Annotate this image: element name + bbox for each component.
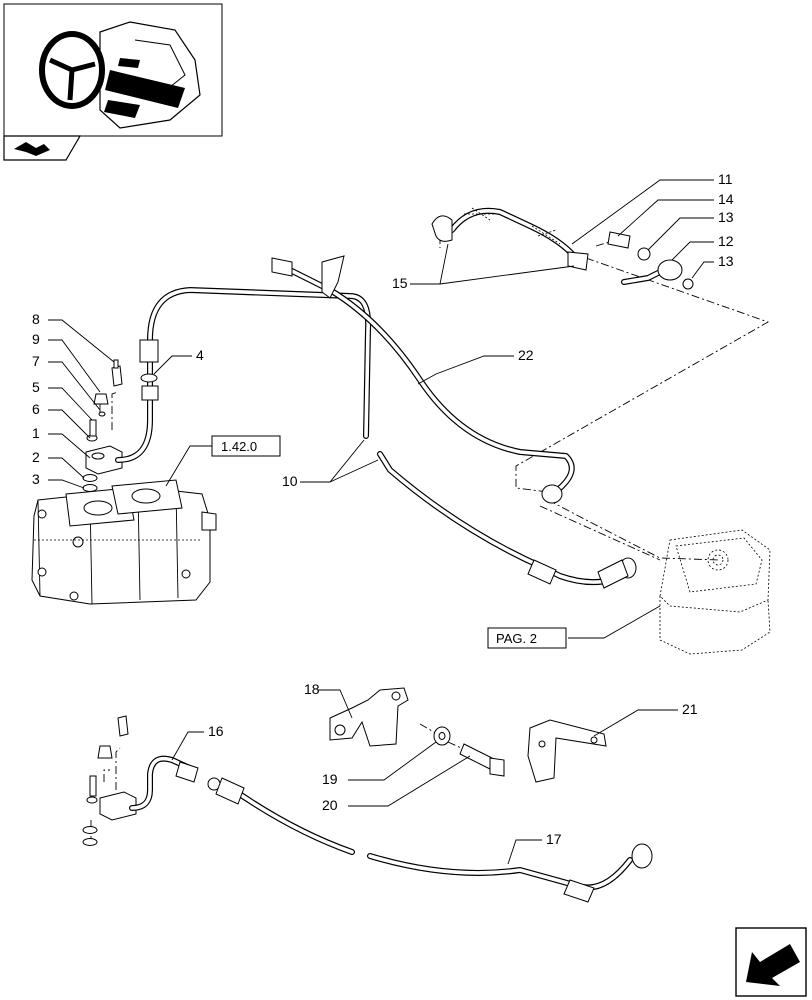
pipe-16 [129,755,221,811]
callout-16: 16 [208,723,224,739]
section-ref-label: 1.42.0 [221,439,257,454]
callout-19: 19 [322,771,338,787]
callout-11: 11 [718,171,733,187]
callout-13-upper: 13 [718,209,734,225]
washer-19 [433,726,451,746]
hose-11 [431,207,589,271]
callout-2: 2 [32,449,40,465]
callout-22: 22 [518,347,534,363]
fitting-12-14 [607,231,694,290]
callout-18: 18 [304,681,320,697]
callout-10: 10 [282,473,298,489]
callout-9: 9 [32,331,40,347]
callout-17: 17 [546,831,562,847]
assembly-guide-lines [90,236,770,840]
pipe-10 [377,451,637,589]
bracket-21 [527,719,607,783]
pipe-17 [215,777,653,903]
steering-unit [659,529,771,655]
callout-4: 4 [196,347,204,363]
section-arrow-icon[interactable] [3,135,82,161]
callout-8: 8 [32,311,40,327]
callout-15: 15 [392,275,408,291]
callout-12: 12 [718,233,734,249]
next-page-arrow-icon[interactable] [735,927,807,997]
pipe-22 [271,255,575,504]
callout-7: 7 [32,353,40,369]
fitting-stack-lower [82,715,137,846]
bolt-20 [459,743,505,777]
callout-3: 3 [32,471,40,487]
callout-6: 6 [32,401,40,417]
leader-lines [48,179,714,865]
pipe-upper-left [115,287,372,463]
callout-13-lower: 13 [718,253,734,269]
callout-5: 5 [32,379,40,395]
callout-labels: 11 14 13 12 13 15 22 10 8 9 7 5 6 1 2 3 … [32,171,734,847]
page-ref-box[interactable]: PAG. 2 [487,627,567,649]
page-ref-label: PAG. 2 [496,631,537,646]
section-ref-box[interactable]: 1.42.0 [211,435,281,457]
callout-14: 14 [718,191,734,207]
callout-20: 20 [322,797,338,813]
hydraulic-pump [31,479,217,605]
clamp-18 [329,687,409,747]
tractor-steering-thumbnail-icon [3,3,223,137]
callout-1: 1 [32,425,40,441]
fitting-stack-upper [82,359,123,492]
callout-21: 21 [682,701,698,717]
